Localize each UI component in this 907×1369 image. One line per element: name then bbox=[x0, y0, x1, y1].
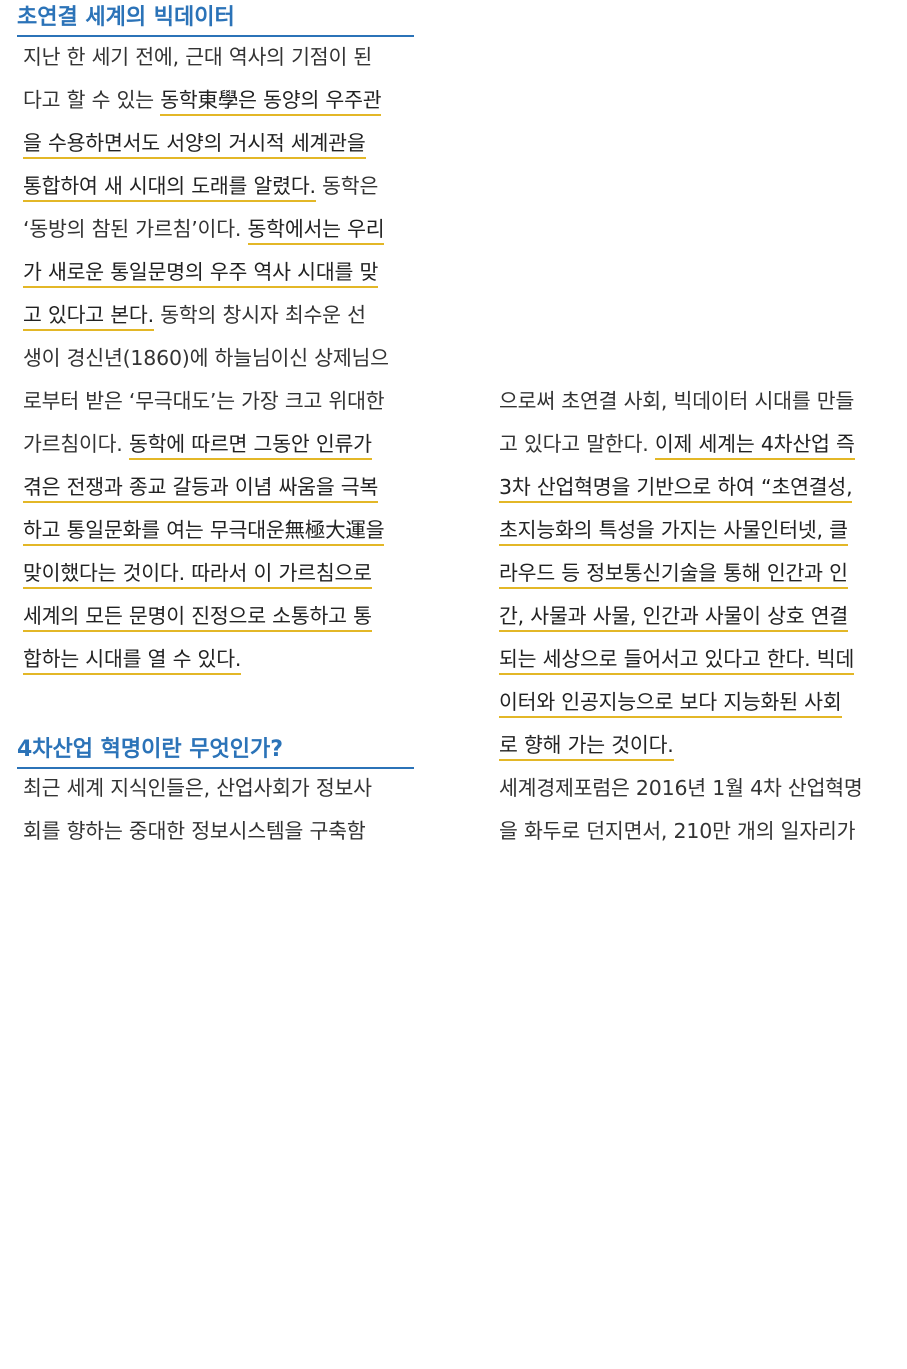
text-line: 로 향해 가는 것이다. bbox=[499, 726, 887, 769]
highlighted-text: 합하는 시대를 열 수 있다. bbox=[23, 647, 241, 675]
text-line: 세계경제포럼은 2016년 1월 4차 산업혁명 bbox=[499, 769, 887, 812]
highlighted-text: 하고 통일문화를 여는 무극대운無極大運을 bbox=[23, 518, 385, 546]
text-line: 초지능화의 특성을 가지는 사물인터넷, 클 bbox=[499, 511, 887, 554]
highlighted-text: 동학에서는 우리 bbox=[247, 217, 385, 245]
highlighted-text: 겪은 전쟁과 종교 갈등과 이념 싸움을 극복 bbox=[23, 475, 378, 503]
highlighted-text: 3차 산업혁명을 기반으로 하여 “초연결성, bbox=[499, 475, 853, 503]
highlighted-text: 로 향해 가는 것이다. bbox=[499, 733, 674, 761]
highlighted-text: 동학에 따르면 그동안 인류가 bbox=[128, 432, 372, 460]
text-line: 회를 향하는 중대한 정보시스템을 구축함 bbox=[23, 812, 411, 855]
highlighted-text: 동학東學은 동양의 우주관 bbox=[160, 88, 382, 116]
highlighted-text: 이터와 인공지능으로 보다 지능화된 사회 bbox=[499, 690, 842, 718]
text-line: 합하는 시대를 열 수 있다. bbox=[23, 640, 411, 683]
text-line: 겪은 전쟁과 종교 갈등과 이념 싸움을 극복 bbox=[23, 468, 411, 511]
text-line: 3차 산업혁명을 기반으로 하여 “초연결성, bbox=[499, 468, 887, 511]
text-line: 가 새로운 통일문명의 우주 역사 시대를 맞 bbox=[23, 253, 411, 296]
text-line: 가르침이다. 동학에 따르면 그동안 인류가 bbox=[23, 425, 411, 468]
text-line: 지난 한 세기 전에, 근대 역사의 기점이 된 bbox=[23, 38, 411, 81]
body-text: 로부터 받은 ‘무극대도’는 가장 크고 위대한 bbox=[23, 389, 385, 413]
body-text: 으로써 초연결 사회, 빅데이터 시대를 만들 bbox=[499, 389, 855, 413]
text-line: 고 있다고 본다. 동학의 창시자 최수운 선 bbox=[23, 296, 411, 339]
text-line: 을 수용하면서도 서양의 거시적 세계관을 bbox=[23, 124, 411, 167]
body-text: 고 있다고 말한다. bbox=[499, 432, 655, 456]
text-line: 생이 경신년(1860)에 하늘님이신 상제님으 bbox=[23, 339, 411, 382]
text-line: 이터와 인공지능으로 보다 지능화된 사회 bbox=[499, 683, 887, 726]
text-line: 맞이했다는 것이다. 따라서 이 가르침으로 bbox=[23, 554, 411, 597]
text-line: 통합하여 새 시대의 도래를 알렸다. 동학은 bbox=[23, 167, 411, 210]
text-line: ‘동방의 참된 가르침’이다. 동학에서는 우리 bbox=[23, 210, 411, 253]
body-text: 최근 세계 지식인들은, 산업사회가 정보사 bbox=[23, 776, 372, 800]
body-text: 가르침이다. bbox=[23, 432, 129, 456]
body-text: 동학은 bbox=[315, 174, 379, 198]
section-heading-big-data: 초연결 세계의 빅데이터 bbox=[17, 4, 414, 37]
highlighted-text: 을 수용하면서도 서양의 거시적 세계관을 bbox=[23, 131, 366, 159]
body-text: 동학의 창시자 최수운 선 bbox=[153, 303, 366, 327]
highlighted-text: 통합하여 새 시대의 도래를 알렸다. bbox=[23, 174, 316, 202]
text-line: 최근 세계 지식인들은, 산업사회가 정보사 bbox=[23, 769, 411, 812]
highlighted-text: 라우드 등 정보통신기술을 통해 인간과 인 bbox=[499, 561, 848, 589]
body-text: 세계경제포럼은 2016년 1월 4차 산업혁명 bbox=[499, 776, 863, 800]
highlighted-text: 이제 세계는 4차산업 즉 bbox=[654, 432, 855, 460]
highlighted-text: 고 있다고 본다. bbox=[23, 303, 154, 331]
highlighted-text: 맞이했다는 것이다. 따라서 이 가르침으로 bbox=[23, 561, 372, 589]
highlighted-text: 되는 세상으로 들어서고 있다고 한다. 빅데 bbox=[499, 647, 854, 675]
body-text: 다고 할 수 있는 bbox=[23, 88, 161, 112]
text-line: 하고 통일문화를 여는 무극대운無極大運을 bbox=[23, 511, 411, 554]
highlighted-text: 세계의 모든 문명이 진정으로 소통하고 통 bbox=[23, 604, 372, 632]
highlighted-text: 가 새로운 통일문명의 우주 역사 시대를 맞 bbox=[23, 260, 378, 288]
highlighted-text: 초지능화의 특성을 가지는 사물인터넷, 클 bbox=[499, 518, 848, 546]
text-line: 세계의 모든 문명이 진정으로 소통하고 통 bbox=[23, 597, 411, 640]
body-text: 지난 한 세기 전에, 근대 역사의 기점이 된 bbox=[23, 45, 373, 69]
body-text: 생이 경신년(1860)에 하늘님이신 상제님으 bbox=[23, 346, 389, 370]
text-line: 고 있다고 말한다. 이제 세계는 4차산업 즉 bbox=[499, 425, 887, 468]
body-text: ‘동방의 참된 가르침’이다. bbox=[23, 217, 248, 241]
highlighted-text: 간, 사물과 사물, 인간과 사물이 상호 연결 bbox=[499, 604, 848, 632]
text-line: 로부터 받은 ‘무극대도’는 가장 크고 위대한 bbox=[23, 382, 411, 425]
text-line: 라우드 등 정보통신기술을 통해 인간과 인 bbox=[499, 554, 887, 597]
text-line: 간, 사물과 사물, 인간과 사물이 상호 연결 bbox=[499, 597, 887, 640]
text-line: 으로써 초연결 사회, 빅데이터 시대를 만들 bbox=[499, 382, 887, 425]
text-line: 을 화두로 던지면서, 210만 개의 일자리가 bbox=[499, 812, 887, 855]
text-line: 다고 할 수 있는 동학東學은 동양의 우주관 bbox=[23, 81, 411, 124]
section-heading-4th-industrial-revolution: 4차산업 혁명이란 무엇인가? bbox=[17, 736, 414, 769]
body-text: 회를 향하는 중대한 정보시스템을 구축함 bbox=[23, 819, 366, 843]
text-line: 되는 세상으로 들어서고 있다고 한다. 빅데 bbox=[499, 640, 887, 683]
body-text: 을 화두로 던지면서, 210만 개의 일자리가 bbox=[499, 819, 856, 843]
